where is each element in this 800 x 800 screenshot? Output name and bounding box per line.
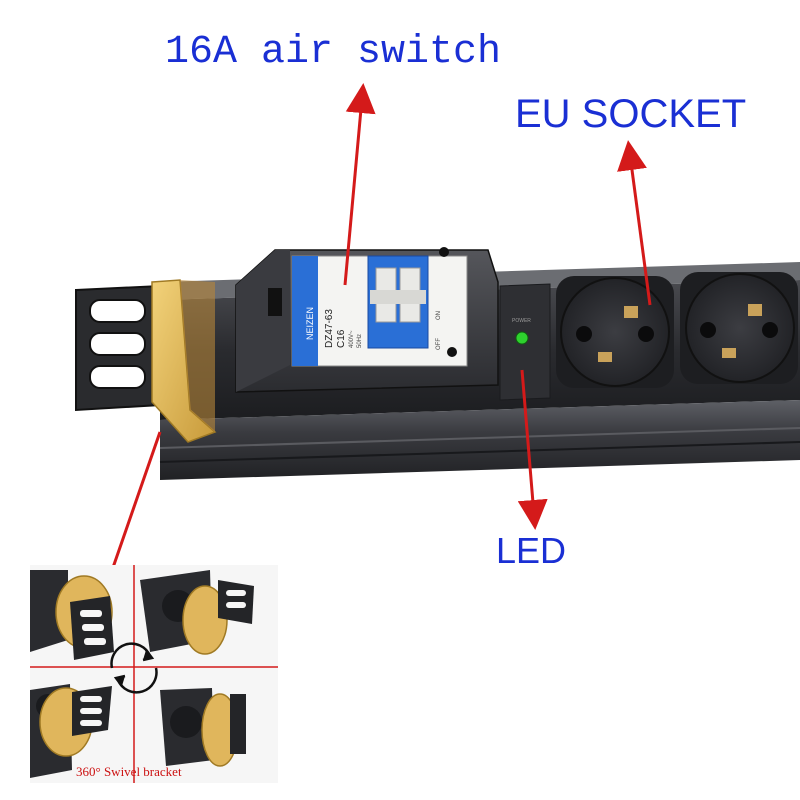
socket-1 [556, 276, 674, 388]
swivel-inset [30, 565, 278, 783]
socket-2 [680, 272, 798, 384]
rotate-icon [110, 642, 158, 694]
arrow-eu-socket [617, 140, 652, 306]
led-label: LED [496, 530, 567, 571]
breaker-module [235, 247, 499, 393]
eu-socket-label: EU SOCKET [515, 92, 747, 136]
inset-panel-2 [140, 570, 254, 655]
breaker-brand: NEIZEN [305, 307, 315, 340]
inset-panel-4 [160, 688, 246, 767]
breaker-voltage: 400V~ [349, 330, 355, 348]
led-indicator [515, 331, 529, 345]
breaker-off-text: OFF [436, 338, 442, 350]
swivel-bracket-label: 360° Swivel bracket [76, 764, 182, 779]
arrow-led [517, 369, 548, 530]
inset-panel-3 [30, 684, 112, 778]
end-cap [151, 279, 217, 443]
breaker-rating: C16 [336, 329, 347, 348]
mount-bracket [75, 284, 161, 412]
air-switch-label: 16A air switch [165, 30, 502, 75]
power-panel [499, 283, 551, 401]
breaker-frequency: 50Hz [357, 334, 363, 348]
breaker-on-text: ON [436, 311, 442, 320]
inset-panel-1 [30, 570, 114, 660]
breaker-model: DZ47-63 [324, 309, 335, 348]
arrow-air-switch [343, 83, 376, 286]
power-label: POWER [512, 318, 531, 324]
